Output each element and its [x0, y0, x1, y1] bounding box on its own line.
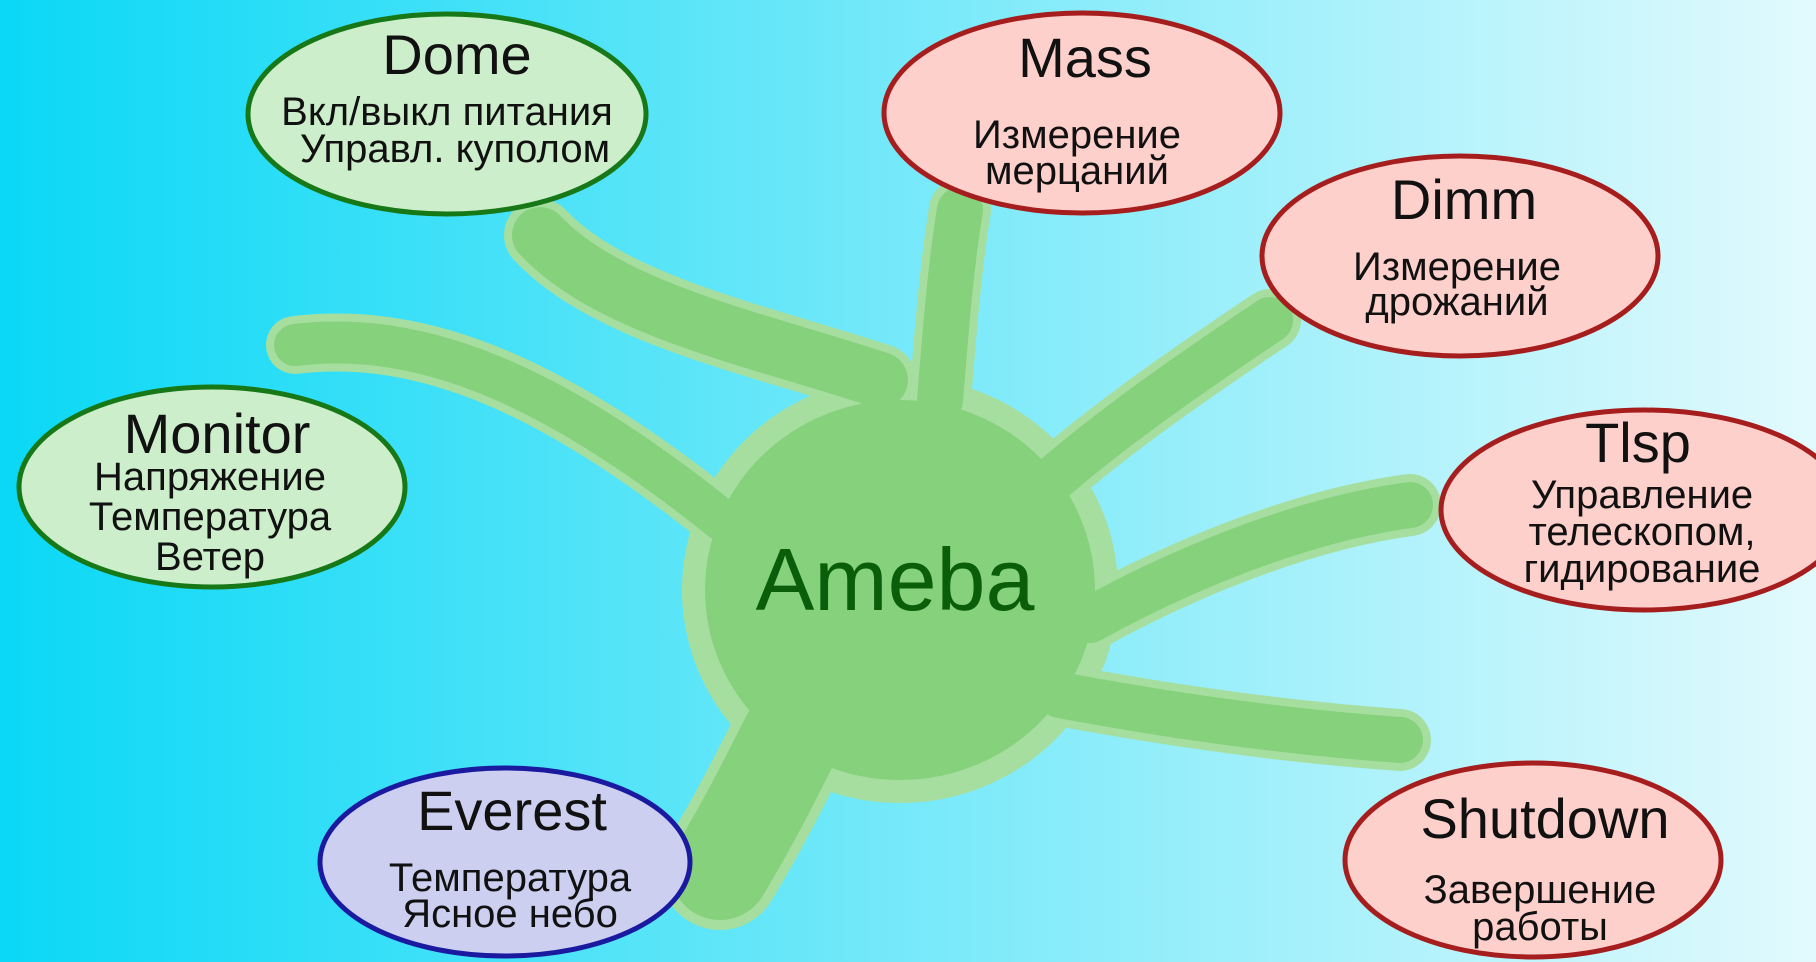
- node-shutdown: Shutdown Завершение работы: [1345, 763, 1721, 957]
- node-dimm: Dimm Измерение дрожаний: [1262, 156, 1658, 356]
- node-monitor-line-3: Ветер: [155, 535, 265, 579]
- center-label: Ameba: [756, 530, 1035, 629]
- node-dimm-title: Dimm: [1391, 168, 1537, 231]
- node-dimm-line-2: дрожаний: [1365, 280, 1548, 324]
- node-everest-title: Everest: [417, 779, 607, 842]
- node-monitor: Monitor Напряжение Температура Ветер: [19, 387, 405, 587]
- node-dome-title: Dome: [382, 23, 531, 86]
- node-mass-line-2: мерцаний: [985, 149, 1169, 193]
- node-mass-title: Mass: [1018, 26, 1152, 89]
- node-shutdown-line-2: работы: [1472, 905, 1608, 949]
- node-monitor-line-2: Температура: [89, 495, 332, 539]
- node-everest-line-2: Ясное небо: [402, 892, 618, 936]
- node-mass: Mass Измерение мерцаний: [884, 13, 1280, 213]
- node-dome: Dome Вкл/выкл питания Управл. куполом: [248, 14, 646, 214]
- node-shutdown-title: Shutdown: [1420, 787, 1669, 850]
- node-tlsp: Tlsp Управление телескопом, гидирование: [1441, 410, 1816, 610]
- node-monitor-line-1: Напряжение: [94, 455, 326, 499]
- node-everest: Everest Температура Ясное небо: [320, 768, 690, 956]
- node-tlsp-line-3: гидирование: [1524, 547, 1761, 591]
- node-tlsp-title: Tlsp: [1585, 411, 1691, 474]
- node-dome-line-2: Управл. куполом: [300, 127, 610, 171]
